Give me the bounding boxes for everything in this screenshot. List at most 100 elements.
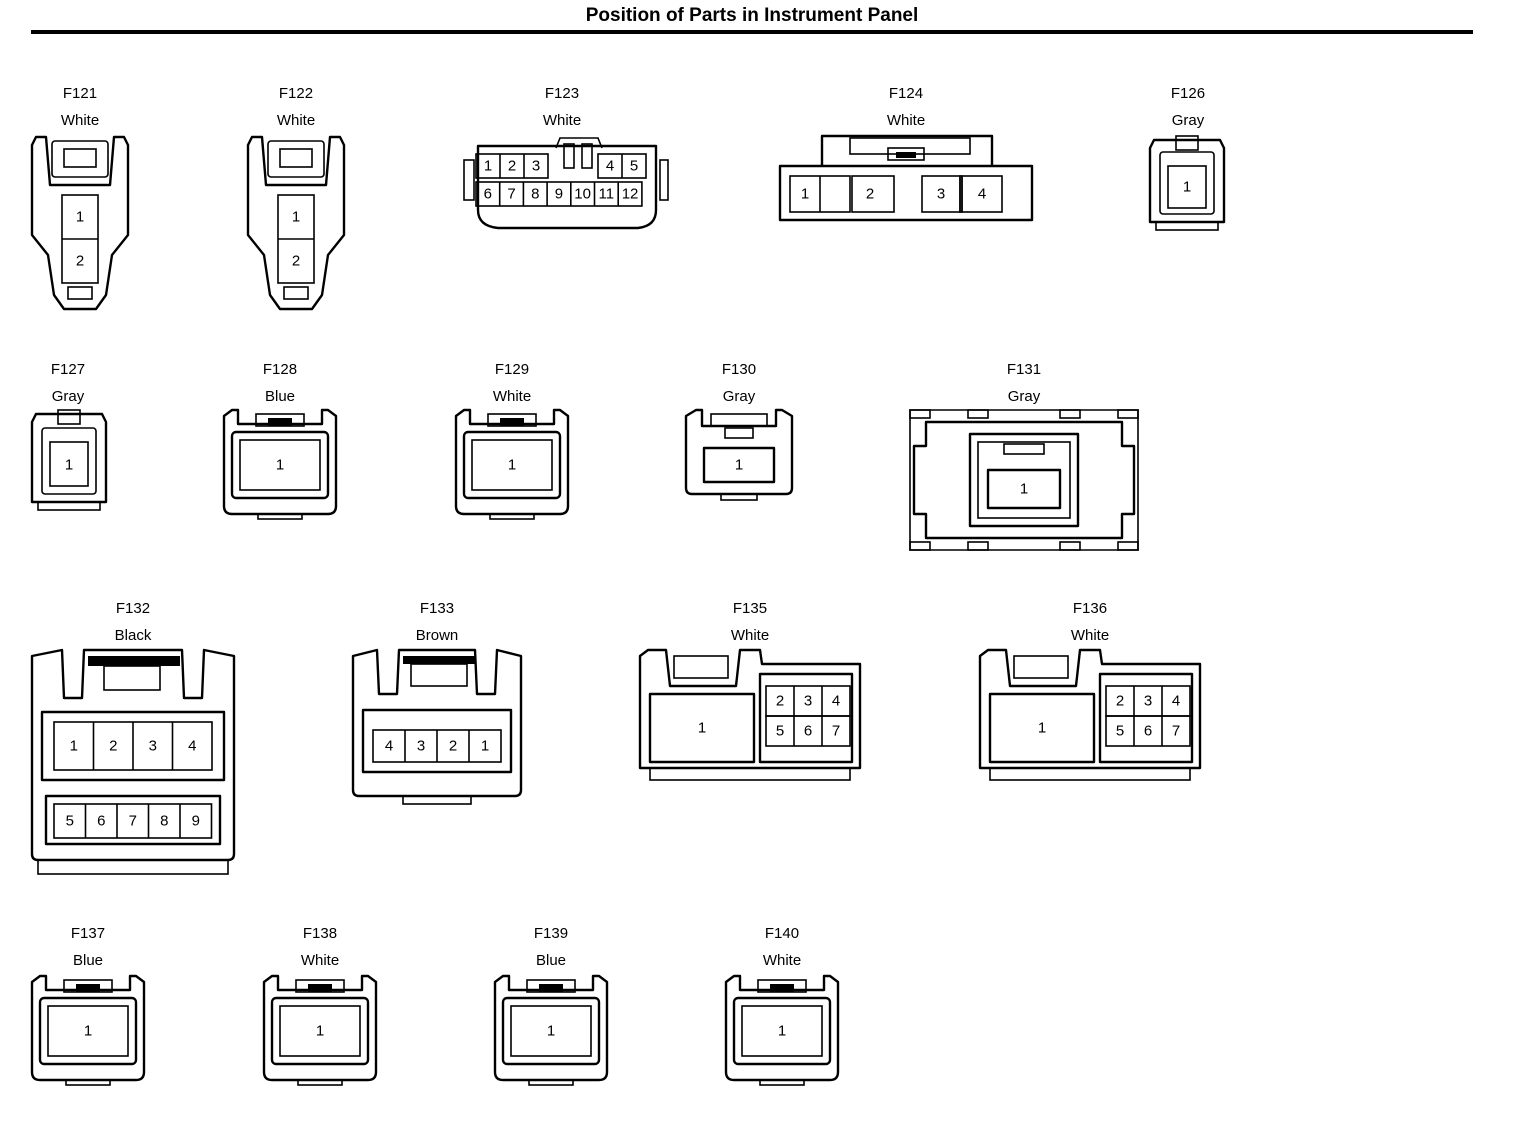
pin-number: 1 (801, 186, 809, 203)
connector-color: Black (115, 627, 152, 644)
pin-number: 1 (76, 209, 84, 226)
connector-color: White (763, 952, 801, 969)
pin-number: 2 (109, 738, 117, 755)
connector-code: F133 (420, 600, 454, 617)
connector-color: Gray (1172, 112, 1205, 129)
pin-number: 1 (292, 209, 300, 226)
pin-number: 1 (70, 738, 78, 755)
connector-color: White (543, 112, 581, 129)
connector-color: White (1071, 627, 1109, 644)
connector-color: Gray (52, 388, 85, 405)
pin-number: 2 (449, 738, 457, 755)
connector-code: F121 (63, 85, 97, 102)
pin-number: 6 (1144, 723, 1152, 740)
connector-f138: 1 (262, 974, 378, 1086)
pin-number: 9 (192, 813, 200, 830)
connector-color: Blue (536, 952, 566, 969)
pin-number: 3 (937, 186, 945, 203)
pin-number: 8 (531, 186, 539, 203)
connector-code: F129 (495, 361, 529, 378)
pin-number: 2 (1116, 693, 1124, 710)
pin-number: 7 (832, 723, 840, 740)
connector-color: White (301, 952, 339, 969)
pin-number: 2 (292, 253, 300, 270)
pin-number: 4 (978, 186, 986, 203)
connector-code: F126 (1171, 85, 1205, 102)
pin-number: 5 (1116, 723, 1124, 740)
pin-number: 2 (76, 253, 84, 270)
pin-number: 1 (65, 457, 73, 474)
connector-color: Blue (265, 388, 295, 405)
pin-number: 3 (532, 158, 540, 175)
pin-number: 5 (630, 158, 638, 175)
pin-number: 4 (606, 158, 614, 175)
pin-number: 3 (1144, 693, 1152, 710)
connector-code: F127 (51, 361, 85, 378)
connector-code: F136 (1073, 600, 1107, 617)
connector-color: Gray (1008, 388, 1041, 405)
pin-number: 2 (508, 158, 516, 175)
connector-color: White (277, 112, 315, 129)
connector-code: F139 (534, 925, 568, 942)
pin-number: 6 (484, 186, 492, 203)
pin-number: 7 (1172, 723, 1180, 740)
pin-number: 6 (804, 723, 812, 740)
pin-number: 12 (622, 186, 639, 203)
pin-number: 7 (129, 813, 137, 830)
pin-number: 1 (276, 457, 284, 474)
connector-code: F132 (116, 600, 150, 617)
pin-number: 11 (599, 186, 615, 203)
connector-f139: 1 (493, 974, 609, 1086)
pin-number: 4 (385, 738, 393, 755)
pin-number: 1 (1020, 481, 1028, 498)
pin-number: 1 (778, 1023, 786, 1040)
connector-f129: 1 (454, 408, 570, 520)
pin-number: 3 (149, 738, 157, 755)
connector-color: White (493, 388, 531, 405)
connector-code: F140 (765, 925, 799, 942)
connector-f122: 12 (246, 135, 346, 311)
connector-color: White (731, 627, 769, 644)
connector-f137: 1 (30, 974, 146, 1086)
pin-number: 5 (66, 813, 74, 830)
pin-number: 1 (698, 720, 706, 737)
connector-f130: 1 (684, 408, 794, 501)
connector-f128: 1 (222, 408, 338, 520)
connector-f121: 12 (30, 135, 130, 311)
connector-f140: 1 (724, 974, 840, 1086)
pin-number: 2 (776, 693, 784, 710)
pin-number: 1 (735, 457, 743, 474)
title-rule (31, 30, 1473, 34)
connector-code: F138 (303, 925, 337, 942)
pin-number: 1 (484, 158, 492, 175)
connector-code: F137 (71, 925, 105, 942)
pin-number: 1 (481, 738, 489, 755)
pin-number: 4 (1172, 693, 1180, 710)
pin-number: 1 (508, 457, 516, 474)
connector-color: Brown (416, 627, 459, 644)
connector-code: F130 (722, 361, 756, 378)
connector-color: White (61, 112, 99, 129)
connector-f126: 1 (1148, 135, 1226, 231)
connector-color: Blue (73, 952, 103, 969)
pin-number: 1 (1183, 179, 1191, 196)
connector-code: F124 (889, 85, 923, 102)
connector-f127: 1 (30, 409, 108, 511)
connector-code: F128 (263, 361, 297, 378)
pin-number: 10 (574, 186, 591, 203)
pin-number: 2 (866, 186, 874, 203)
pin-number: 6 (97, 813, 105, 830)
connector-code: F123 (545, 85, 579, 102)
pin-number: 8 (160, 813, 168, 830)
connector-code: F131 (1007, 361, 1041, 378)
connector-code: F135 (733, 600, 767, 617)
connector-code: F122 (279, 85, 313, 102)
pin-number: 5 (776, 723, 784, 740)
pin-number: 9 (555, 186, 563, 203)
pin-number: 7 (507, 186, 515, 203)
connector-color: White (887, 112, 925, 129)
